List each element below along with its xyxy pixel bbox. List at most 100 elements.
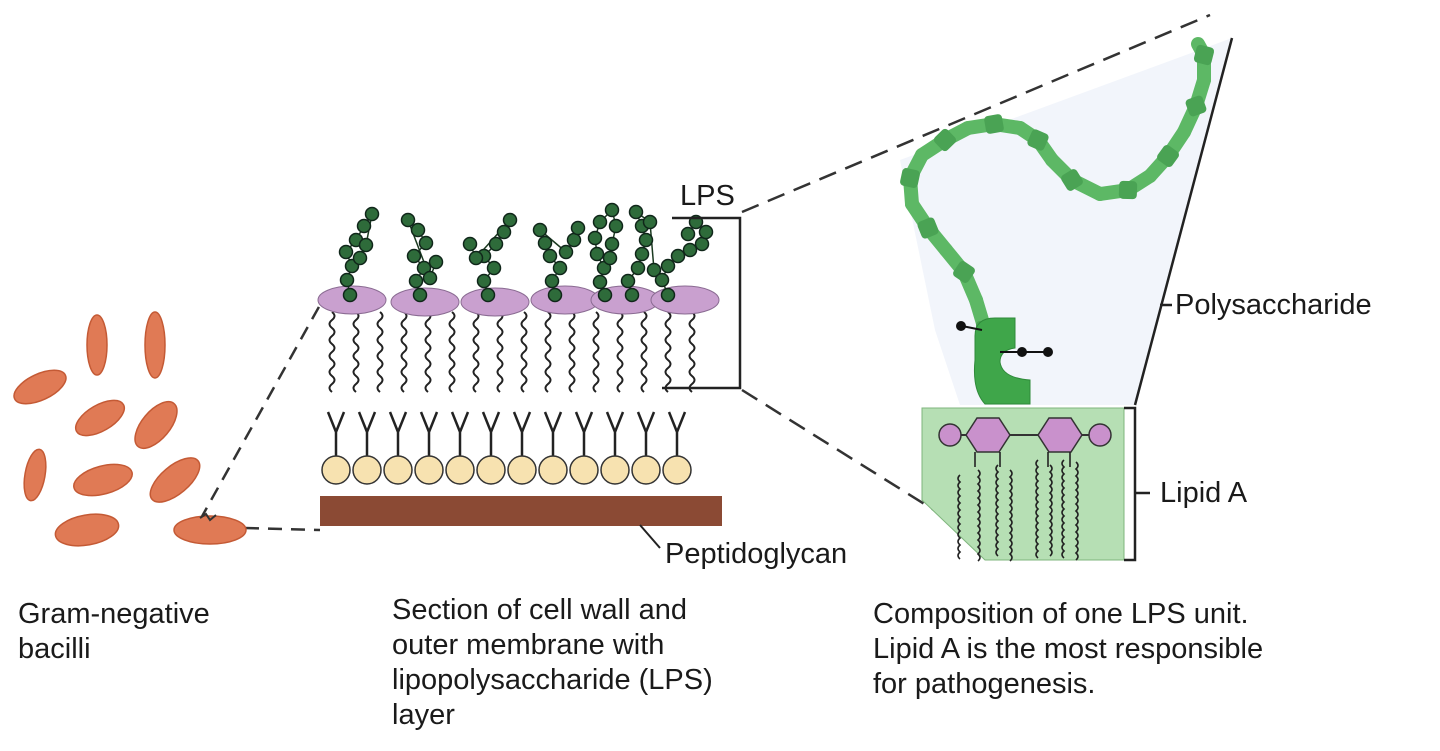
sugar-bead [406,248,422,264]
sugar-bead [400,212,416,228]
lps-lipid-tail [592,311,600,393]
sugar-bead [408,273,424,289]
sugar-bead [364,206,380,222]
sugar-bead [602,250,618,266]
phospholipid-head [600,455,630,485]
sugar-bead [628,204,644,220]
sugar-bead [634,246,650,262]
phospholipid-head [662,455,692,485]
sugar-bead [604,236,620,252]
sugar-bead [597,287,613,303]
caption-line: Gram-negative [18,598,210,630]
sugar-bead [552,260,568,276]
fatty-acid-chain [976,469,981,562]
sugar-bead [537,235,553,251]
peptidoglycan-leader [639,524,661,549]
phospholipid-head [538,455,568,485]
unit-brackets [1124,37,1234,562]
phospholipid-tail [419,411,439,456]
sugar-link [649,221,655,271]
sugar-bead [476,273,492,289]
fatty-acid-chain [1074,461,1079,561]
bacillus [73,463,133,497]
phospholipid-head [507,455,537,485]
lipid-a-glucosamine [1037,417,1083,453]
phospholipid-tail [543,411,563,456]
sugar-bead [620,273,636,289]
sugar-bead [542,248,558,264]
polysaccharide-sugar [1027,129,1049,151]
bacillus [144,311,166,379]
sugar-bead [496,224,512,240]
lps-lipid-tail [544,311,552,393]
lps-head [460,287,530,317]
fatty-acid-chain [1061,459,1066,559]
lps-lipid-tail [664,311,672,393]
phospholipid-tail [605,411,625,456]
sugar-bead [642,214,658,230]
sugar-bead [592,214,608,230]
phospholipid-tail [481,411,501,456]
lps-lipid-tail [520,311,528,393]
sugar-bead [488,236,504,252]
lps-unit [900,37,1232,562]
phospholipid-head [352,455,382,485]
sugar-bead [428,254,444,270]
phospholipid-tail [388,411,408,456]
sugar-bead [592,274,608,290]
core-oligosaccharide [974,317,1031,405]
sugar-bead [680,226,696,242]
polysaccharide-sugar [1193,44,1215,66]
sugar-bead [502,212,518,228]
phospholipid-head [383,455,413,485]
bacillus [173,515,247,545]
lipid-a-label: Lipid A [1160,477,1248,509]
zoom-lines-left [198,304,322,532]
fatty-acid-chain [1048,464,1053,557]
polysaccharide-sugar [984,114,1004,134]
lps-lipid-tail [328,311,336,393]
zoom-lines-right [741,13,1211,522]
lps-lipid-tail [424,311,432,393]
lps-lipid-tail [400,311,408,393]
sugar-bead [410,222,426,238]
sugar-bead [544,273,560,289]
caption-line: Lipid A is the most responsible [873,633,1264,665]
phospholipid-head [445,455,475,485]
polysaccharide-sugar [953,261,975,283]
zoom-fill [900,38,1232,405]
lipid-a-phosphate [938,423,962,447]
sugar-bead [418,235,434,251]
lps-lipid-tail [472,311,480,393]
sugar-bead [660,287,676,303]
bacillus [13,369,67,405]
caption-line: outer membrane with [392,629,665,661]
lps-lipid-tail [568,311,576,393]
sugar-bead [547,287,563,303]
sugar-bead [638,232,654,248]
caption-bacilli: Gram-negative bacilli [18,597,210,667]
polysaccharide-sugar [1157,145,1179,167]
sugar-bead [604,202,620,218]
sugar-bead [682,242,698,258]
caption-line: Section of cell wall and [392,594,687,626]
sugar-bead [646,262,662,278]
lps-lipid-tail [640,311,648,393]
lipid-a-phosphate [1088,423,1112,447]
sugar-bead [486,260,502,276]
sugar-bead [338,244,354,260]
phospholipid-head [476,455,506,485]
fatty-acid-chain [995,464,1000,557]
sugar-bead [589,246,605,262]
peptidoglycan-label: Peptidoglycan [665,538,848,570]
phospholipid-head [631,455,661,485]
phospholipid-head [414,455,444,485]
sugar-bead [356,218,372,234]
polysaccharide-label: Polysaccharide [1175,289,1372,321]
lps-lipid-tail [448,311,456,393]
lps-lipid-tail [496,311,504,393]
phosphate-dot [956,321,966,331]
phospholipid-head [569,455,599,485]
sugar-bead [342,287,358,303]
